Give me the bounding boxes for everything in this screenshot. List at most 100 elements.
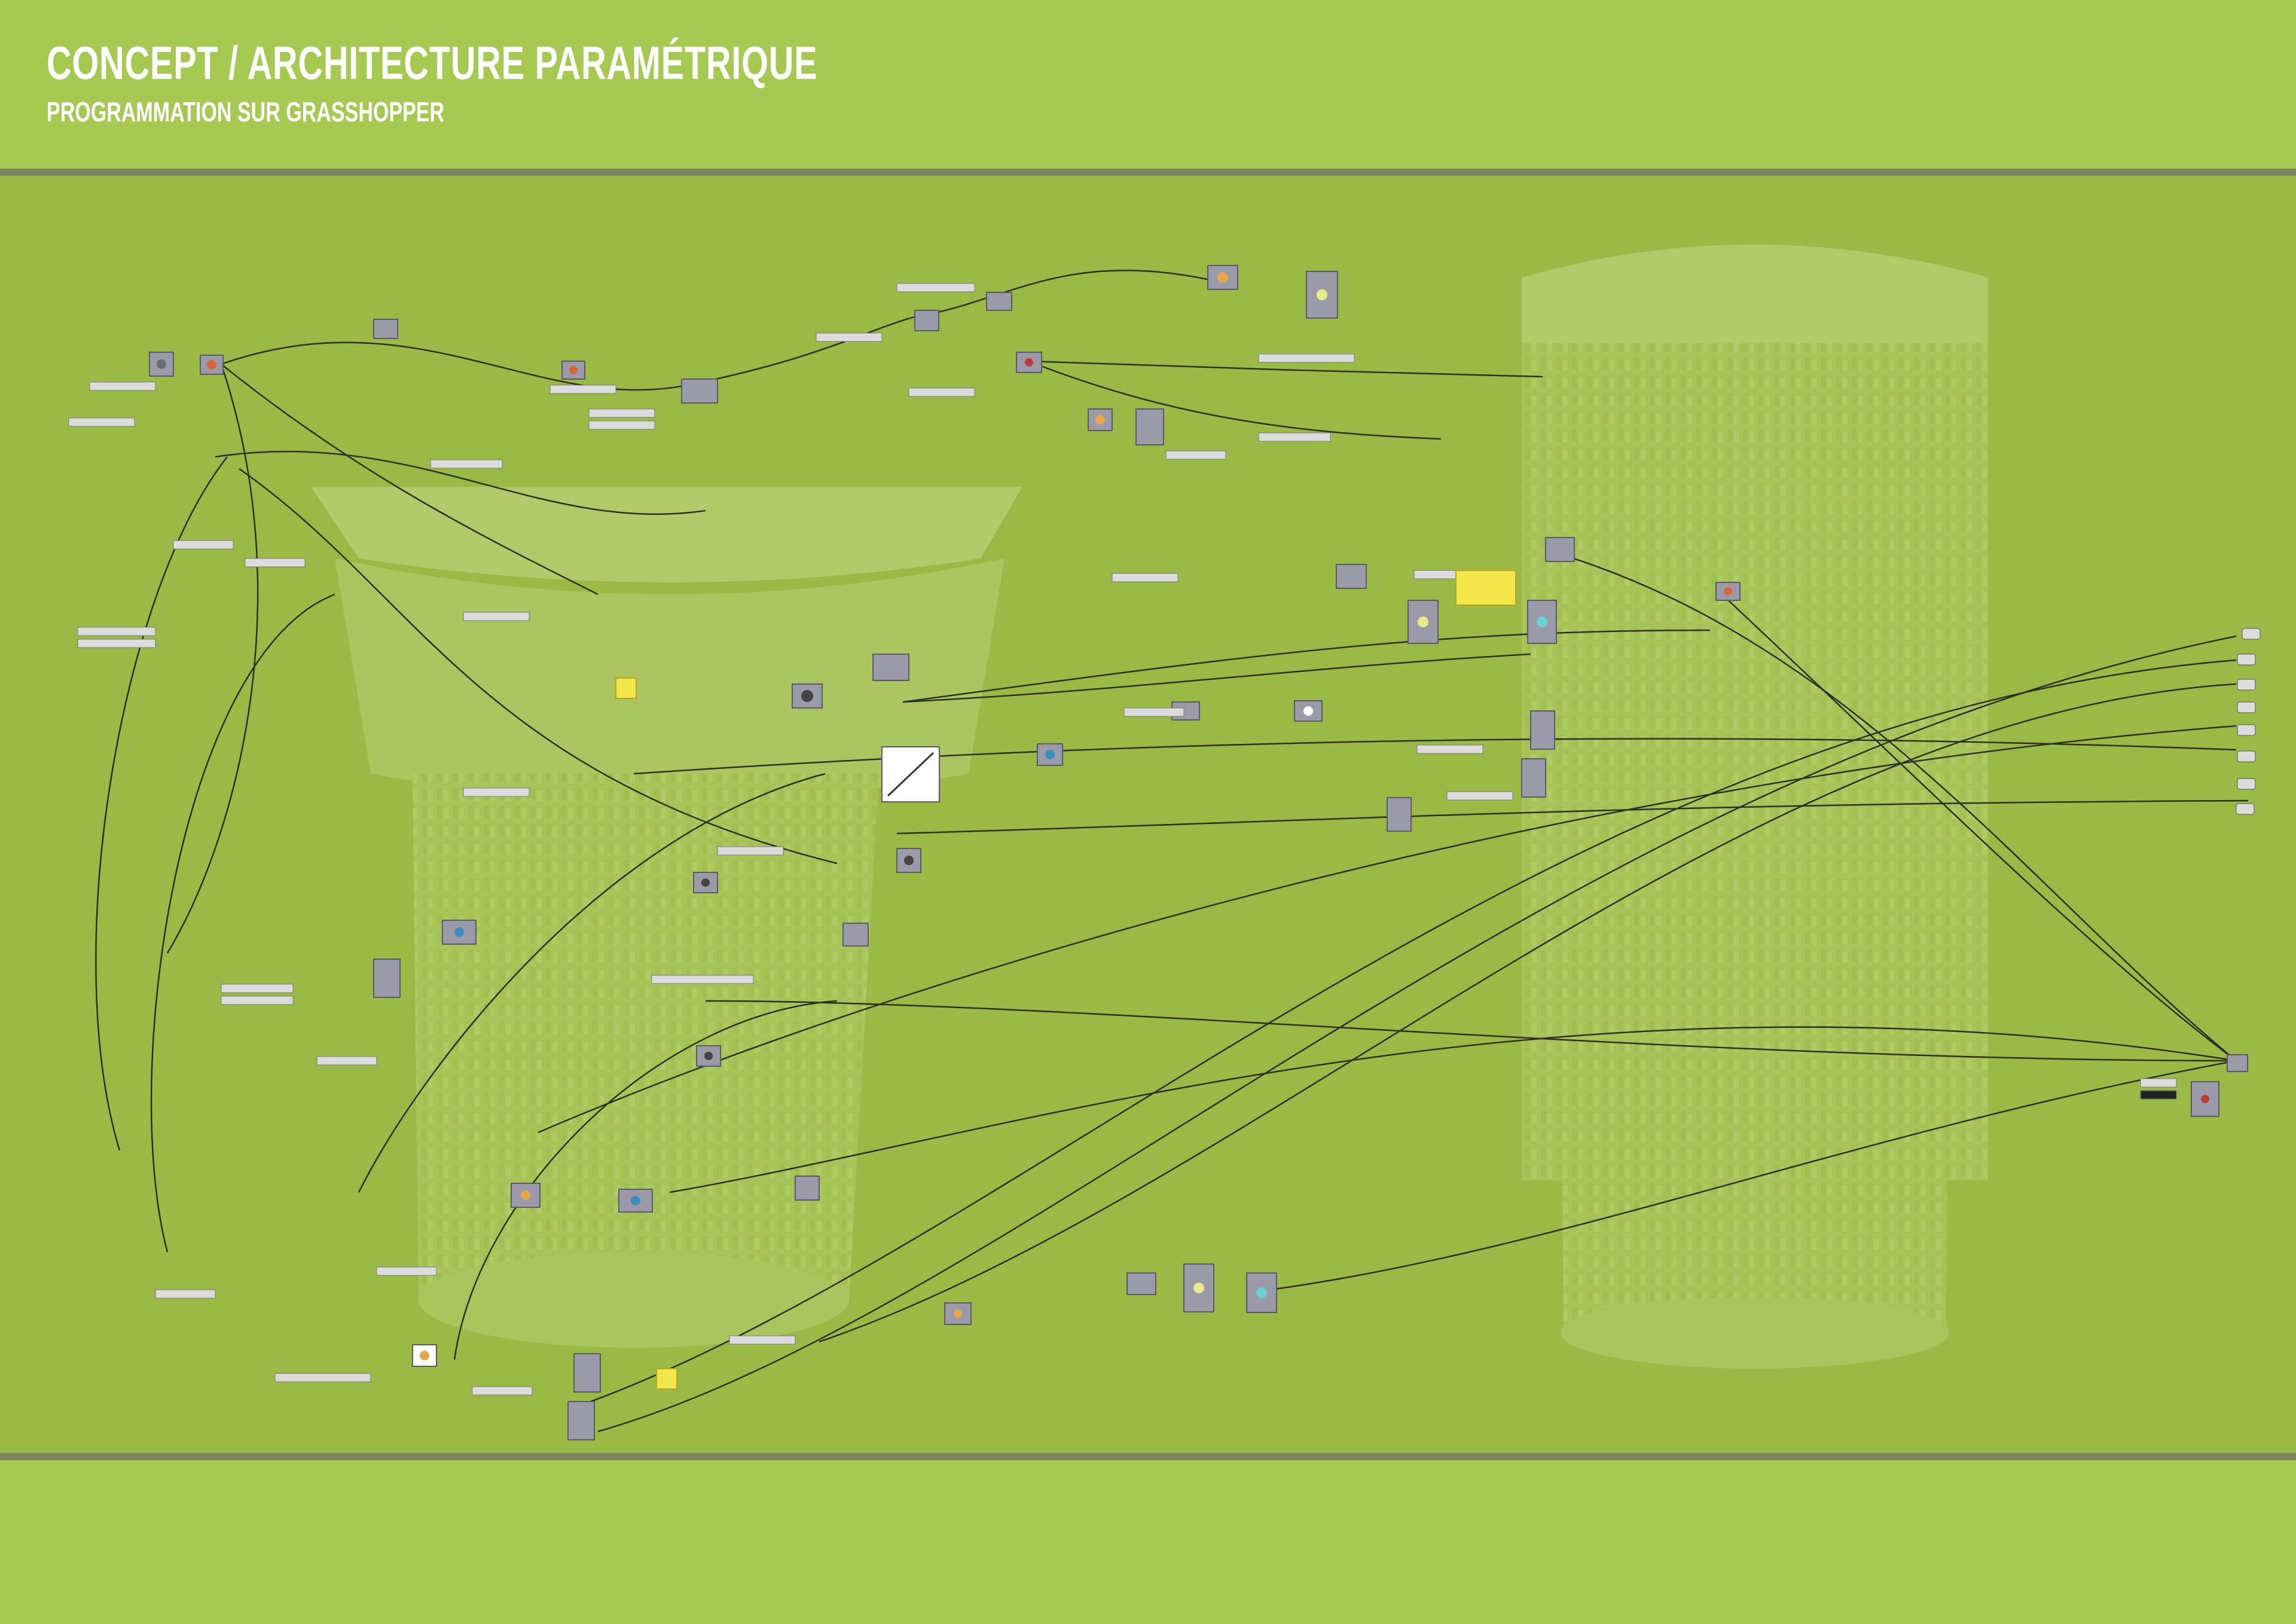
- component-node: [412, 1344, 437, 1367]
- definition-graph: [68, 245, 2261, 1440]
- component-node: [696, 1045, 721, 1067]
- component-node: [872, 654, 909, 681]
- output-params: [2236, 628, 2261, 815]
- number-slider: [1112, 573, 1178, 582]
- page-title: CONCEPT / ARCHITECTURE PARAMÉTRIQUE: [47, 36, 818, 89]
- number-slider: [729, 1335, 796, 1345]
- tower-render-left: [311, 487, 1022, 1348]
- yellow-panel: [615, 677, 637, 699]
- component-nodes: [149, 265, 2248, 1440]
- component-node: [1545, 537, 1575, 562]
- yellow-panel: [1455, 570, 1516, 606]
- component-node: [618, 1189, 653, 1213]
- number-slider: [588, 420, 655, 430]
- component-node: [681, 378, 718, 404]
- number-slider: [376, 1266, 437, 1276]
- number-slider: [472, 1386, 533, 1396]
- number-slider: [588, 408, 655, 418]
- component-node: [1016, 352, 1042, 373]
- component-node: [561, 361, 585, 380]
- component-node: [442, 920, 477, 945]
- output-param: [2237, 778, 2256, 790]
- panels: [615, 570, 1516, 1390]
- component-node: [1135, 408, 1164, 445]
- number-slider: [2140, 1090, 2177, 1100]
- component-node: [1530, 710, 1555, 750]
- yellow-panel: [656, 1368, 677, 1390]
- component-node: [986, 292, 1012, 311]
- component-node: [1306, 271, 1338, 319]
- output-param: [2237, 724, 2256, 736]
- component-node: [792, 683, 823, 709]
- number-slider: [463, 787, 530, 797]
- number-slider: [816, 332, 883, 342]
- top-divider: [0, 169, 2296, 176]
- number-slider: [173, 540, 234, 550]
- component-node: [373, 958, 401, 998]
- number-slider: [1258, 353, 1355, 363]
- component-node: [2191, 1081, 2219, 1117]
- number-slider: [77, 639, 156, 648]
- number-slider: [651, 975, 754, 984]
- number-slider: [717, 846, 784, 856]
- component-node: [511, 1183, 541, 1208]
- component-node: [1246, 1272, 1277, 1313]
- number-slider: [549, 384, 616, 394]
- component-node: [1126, 1272, 1156, 1295]
- number-slider: [316, 1056, 377, 1066]
- bottom-divider: [0, 1453, 2296, 1460]
- component-node: [1715, 582, 1741, 601]
- component-node: [200, 355, 224, 375]
- number-slider: [221, 984, 294, 993]
- number-slider: [908, 387, 975, 397]
- output-param: [2237, 750, 2256, 762]
- grasshopper-canvas[interactable]: [0, 176, 2296, 1453]
- component-node: [567, 1401, 595, 1440]
- component-node: [573, 1353, 601, 1393]
- output-param: [2242, 628, 2261, 640]
- number-sliders: [68, 283, 2177, 1396]
- number-slider: [1416, 744, 1483, 754]
- component-node: [2227, 1054, 2248, 1072]
- number-slider: [1123, 707, 1184, 717]
- component-node: [1407, 600, 1439, 644]
- component-node: [1207, 265, 1238, 290]
- number-slider: [221, 996, 294, 1005]
- header: CONCEPT / ARCHITECTURE PARAMÉTRIQUE PROG…: [0, 0, 2296, 169]
- component-node: [881, 746, 940, 802]
- component-node: [1037, 743, 1063, 766]
- component-node: [1183, 1263, 1214, 1312]
- number-slider: [89, 381, 156, 391]
- number-slider: [77, 627, 156, 636]
- component-node: [842, 923, 869, 947]
- number-slider: [1165, 450, 1226, 460]
- component-node: [896, 848, 921, 873]
- number-slider: [274, 1373, 371, 1382]
- footer: [0, 1460, 2296, 1624]
- number-slider: [245, 558, 306, 567]
- component-node: [914, 310, 939, 331]
- output-param: [2236, 803, 2255, 815]
- page-subtitle: PROGRAMMATION SUR GRASSHOPPER: [47, 96, 445, 127]
- component-node: [373, 319, 398, 339]
- number-slider: [68, 417, 135, 427]
- component-node: [1527, 600, 1557, 644]
- wires: [95, 270, 2249, 1433]
- number-slider: [463, 612, 530, 621]
- component-node: [1336, 564, 1367, 589]
- number-slider: [896, 283, 975, 292]
- component-node: [149, 352, 174, 377]
- component-node: [693, 872, 718, 893]
- number-slider: [155, 1289, 216, 1299]
- output-param: [2237, 654, 2256, 666]
- component-node: [1387, 797, 1412, 832]
- component-node: [944, 1302, 972, 1325]
- output-param: [2237, 679, 2256, 691]
- number-slider: [2140, 1078, 2177, 1088]
- component-node: [1088, 408, 1113, 431]
- component-node: [1294, 700, 1323, 722]
- number-slider: [1446, 791, 1513, 801]
- number-slider: [430, 459, 503, 469]
- output-param: [2237, 701, 2256, 713]
- component-node: [795, 1176, 820, 1201]
